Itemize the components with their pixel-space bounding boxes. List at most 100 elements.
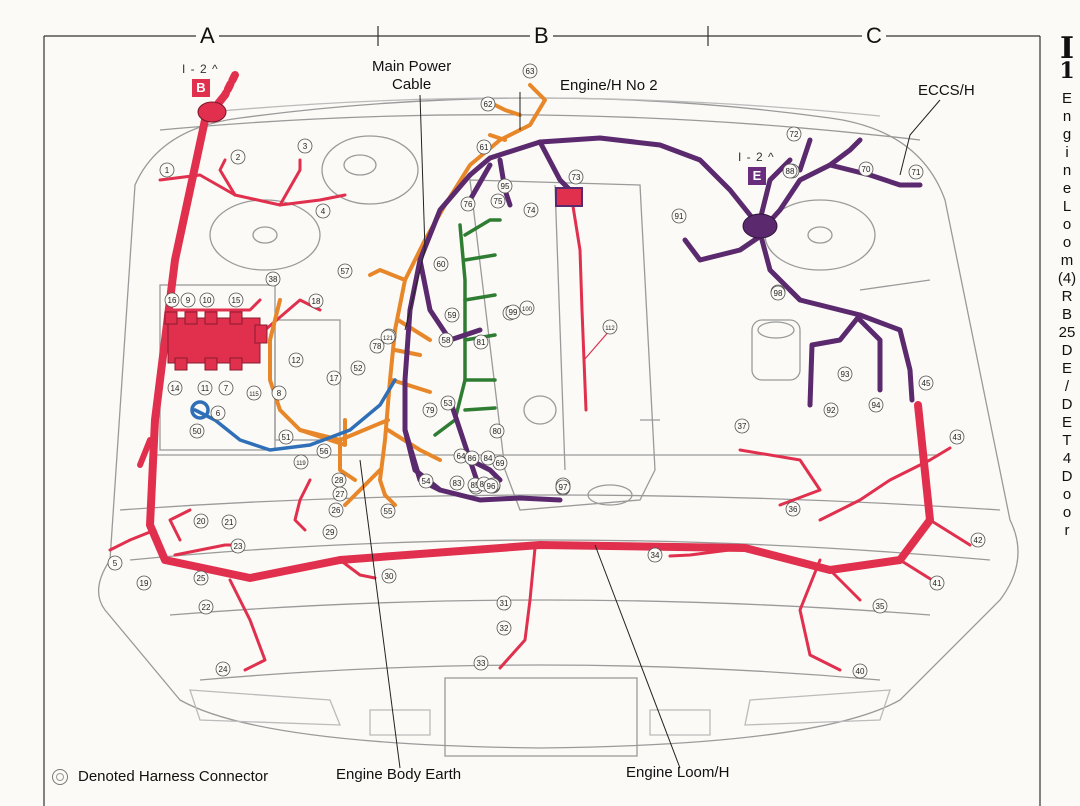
connector-callout-circle [440,395,456,411]
engine-bay-outline [98,97,1019,757]
connector-callout-33: 33 [473,655,489,671]
connector-callout-36: 36 [785,501,801,517]
connector-callout-circle [189,423,205,439]
connector-callout-circle [734,418,750,434]
connector-callout-circle [505,304,521,320]
connector-callout-number: 54 [422,477,431,486]
connector-callout-76: 76 [460,196,476,212]
connector-callout-circle [785,501,801,517]
connector-callout-circle [523,202,539,218]
connector-callout-circle [497,178,513,194]
connector-callout-32: 32 [496,620,512,636]
connector-callout-number: 29 [326,528,335,537]
connector-callout-number: 91 [675,212,684,221]
connector-symbol-icon [52,768,68,785]
leader-lines [359,92,941,769]
connector-callout-number: 63 [526,67,535,76]
connector-callout-circle [555,479,571,495]
connector-callout-circle [473,655,489,671]
connector-callout-59: 59 [444,307,460,323]
connector-callout-circle [297,138,313,154]
legend-text: Denoted Harness Connector [78,768,269,785]
connector-callout-number: 83 [453,479,462,488]
connector-callout-119: 119 [293,454,309,470]
connector-callout-number: 31 [500,599,509,608]
connector-callout-23: 23 [230,538,246,554]
label-engine-h-no2: Engine/H No 2 [560,77,658,94]
connector-callout-circle [422,402,438,418]
connector-callout-number: 112 [605,326,615,332]
connector-callout-14: 14 [167,380,183,396]
connector-callout-number: 35 [876,602,885,611]
connector-callout-number: 96 [487,482,496,491]
connector-callout-34: 34 [647,547,663,563]
connector-callout-number: 6 [216,409,221,418]
connector-callout-52: 52 [350,360,366,376]
connector-callout-number: 84 [484,454,493,463]
connector-callout-circle [193,513,209,529]
main-power-cable [190,378,397,452]
grommets [197,101,778,239]
connector-callout-80: 80 [489,423,505,439]
connector-callout-43: 43 [949,429,965,445]
connector-callout-circle [350,360,366,376]
connector-callout-7: 7 [218,380,234,396]
connector-callout-circle [489,423,505,439]
connector-callout-circle [136,575,152,591]
connector-callout-circle [381,568,397,584]
connector-callout-number: 40 [856,667,865,676]
zone-b: B [530,24,553,48]
connector-callout-number: 14 [171,384,180,393]
connector-callout-60: 60 [433,256,449,272]
connector-callout-circle [107,555,123,571]
fuse-block [164,311,268,371]
connector-callout-circle [490,193,506,209]
connector-callout-number: 75 [494,197,503,206]
connector-callout-circle [198,599,214,615]
connector-callout-circle [837,366,853,382]
connector-callout-number: 81 [477,338,486,347]
connector-callout-number: 69 [496,459,505,468]
chevron-icon: ^ [763,150,775,164]
connector-callout-number: 88 [786,167,795,176]
connector-callout-number: 97 [559,483,568,492]
connector-callout-number: 85 [471,481,480,490]
connector-callout-number: 15 [232,296,241,305]
connector-callout-number: 86 [468,454,477,463]
connector-callout-71: 71 [908,164,924,180]
connector-callout-27: 27 [332,486,348,502]
connector-callout-19: 19 [136,575,152,591]
connector-callout-number: 34 [651,551,660,560]
connector-callout-10: 10 [199,292,215,308]
connector-callout-number: 27 [336,490,345,499]
connector-callout-number: 1 [165,166,170,175]
connector-callout-number: 78 [373,342,382,351]
connector-callout-number: 51 [282,433,291,442]
connector-callout-number: 70 [862,165,871,174]
connector-callout-circle [326,370,342,386]
connector-callout-circle [193,570,209,586]
ref-e-text: I - 2 [738,150,764,164]
connector-callout-95: 95 [497,178,513,194]
connector-callout-number: 12 [292,356,301,365]
connector-callout-91: 91 [671,208,687,224]
connector-callout-circle [308,293,324,309]
connector-callout-number: 23 [234,542,243,551]
connector-callout-circle [568,169,584,185]
connector-callout-2: 2 [230,149,246,165]
connector-callout-number: 72 [790,130,799,139]
label-engine-loom-h: Engine Loom/H [626,764,730,781]
connector-callout-number: 76 [464,200,473,209]
connector-callout-45: 45 [918,375,934,391]
connector-callout-75: 75 [490,193,506,209]
connector-callout-98: 98 [770,285,786,301]
connector-callout-112: 112 [602,319,618,335]
connector-callout-number: 36 [789,505,798,514]
connector-callout-circle [230,538,246,554]
connector-callout-number: 4 [321,207,326,216]
connector-callout-number: 19 [140,579,149,588]
connector-callout-number: 9 [186,296,191,305]
connector-callout-circle [480,450,496,466]
connector-callout-number: 71 [912,168,921,177]
